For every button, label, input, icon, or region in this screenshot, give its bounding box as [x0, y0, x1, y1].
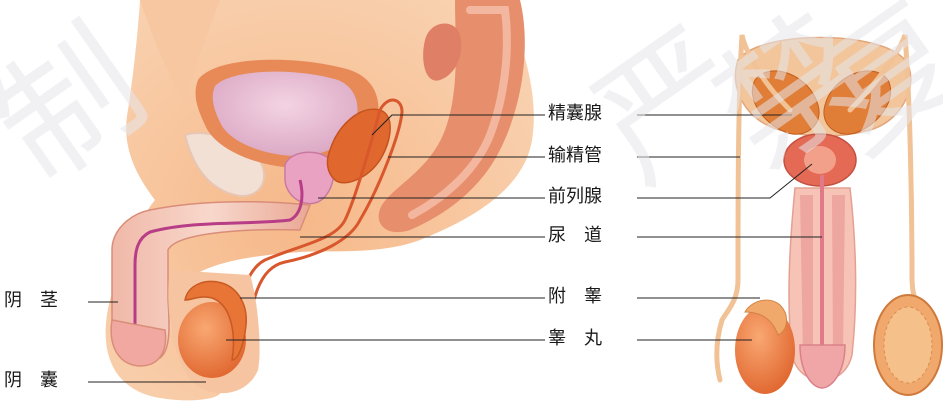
label-scrotum: 阴 囊 — [4, 371, 58, 391]
testis-right-section-inner — [884, 307, 932, 383]
corpus-right — [832, 195, 845, 355]
label-seminal-vesicle: 精囊腺 — [548, 104, 602, 124]
label-vas-deferens: 输精管 — [548, 146, 602, 166]
prostate — [285, 152, 334, 203]
glans-frontal — [800, 345, 845, 388]
label-penis: 阴 茎 — [4, 291, 58, 311]
label-testis: 睾 丸 — [548, 329, 602, 349]
label-prostate: 前列腺 — [548, 187, 602, 207]
label-urethra: 尿 道 — [548, 226, 602, 246]
label-epididymis: 附 睾 — [548, 287, 602, 307]
